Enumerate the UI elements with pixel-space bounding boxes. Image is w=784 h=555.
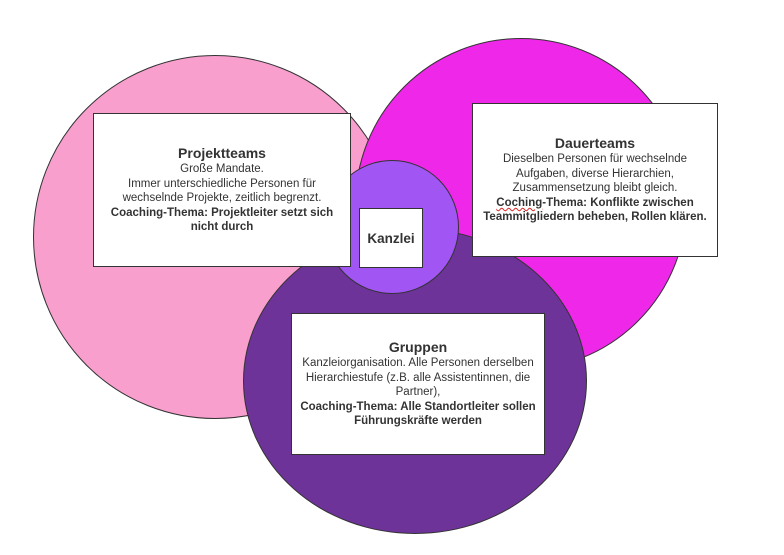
projektteams-line2: Immer unterschiedliche Personen für wech… [122,177,322,205]
dauerteams-title: Dauerteams [554,135,636,152]
kanzlei-box: Kanzlei [359,208,423,268]
gruppen-title: Gruppen [388,339,448,356]
dauerteams-line1: Dieselben Personen für wechselnde Aufgab… [502,153,688,195]
projektteams-box: Projektteams Große Mandate. Immer unters… [93,113,351,267]
dauerteams-coaching: Coching-Thema: Konflikte zwischen Teammi… [479,196,711,225]
projektteams-title: Projektteams [178,145,266,162]
gruppen-coaching: Coaching-Thema: Alle Standortleiter soll… [300,400,536,428]
dauerteams-box: Dauerteams Dieselben Personen für wechse… [472,103,718,257]
dauerteams-coaching-rest: -Thema: Konflikte zwischen Teammitgliede… [483,196,707,224]
kanzlei-title: Kanzlei [367,230,415,246]
gruppen-box: Gruppen Kanzleiorganisation. Alle Person… [291,313,545,455]
dauerteams-coaching-word: Coching [496,196,543,209]
projektteams-coaching: Coaching-Thema: Projektleiter setzt sich… [110,206,334,234]
gruppen-line1: Kanzleiorganisation. Alle Personen derse… [302,357,534,399]
projektteams-line1: Große Mandate. [180,163,264,176]
